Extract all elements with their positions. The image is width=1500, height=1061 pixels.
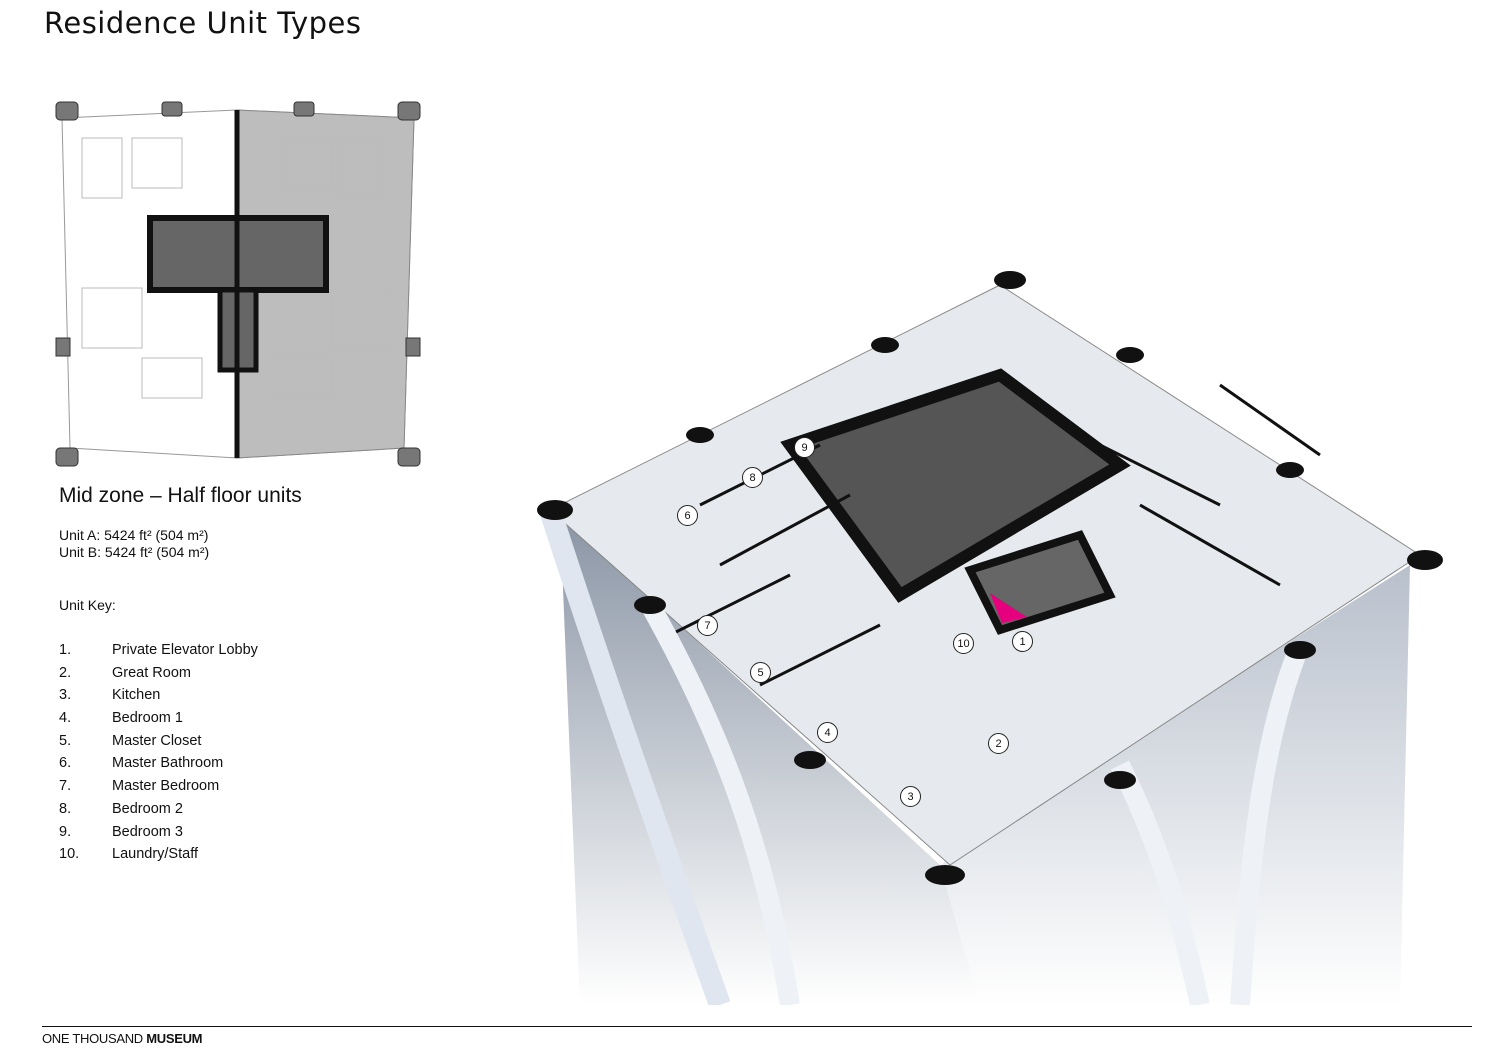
key-label: Master Closet — [112, 732, 202, 749]
list-item: 6. Master Bathroom — [59, 755, 258, 778]
footer-brand: ONE THOUSAND MUSEUM — [42, 1031, 203, 1046]
page-title: Residence Unit Types — [44, 6, 362, 40]
key-label: Bedroom 1 — [112, 710, 183, 727]
key-number: 2. — [59, 664, 72, 681]
key-number: 10. — [59, 846, 80, 863]
key-label: Private Elevator Lobby — [112, 642, 258, 658]
room-marker-2: 2 — [988, 733, 1009, 754]
key-label: Master Bedroom — [112, 778, 220, 795]
room-marker-4: 4 — [817, 722, 838, 743]
section-subtitle: Mid zone – Half floor units — [59, 484, 302, 507]
key-number: 9. — [59, 823, 72, 840]
key-number: 5. — [59, 732, 72, 749]
footer-divider — [42, 1026, 1472, 1027]
list-item: 5. Master Closet — [59, 733, 258, 756]
key-number: 8. — [59, 800, 72, 817]
list-item: 1. Private Elevator Lobby — [59, 642, 258, 665]
brand-light: ONE THOUSAND — [42, 1031, 143, 1046]
key-label: Laundry/Staff — [112, 846, 198, 863]
room-marker-1: 1 — [1012, 631, 1033, 652]
room-marker-10: 10 — [953, 633, 974, 654]
room-marker-8: 8 — [742, 467, 763, 488]
key-number: 1. — [59, 642, 72, 658]
room-marker-5: 5 — [750, 662, 771, 683]
unit-a-area: Unit A: 5424 ft² (504 m²) — [59, 527, 209, 543]
room-marker-9: 9 — [794, 437, 815, 458]
key-number: 7. — [59, 778, 72, 795]
unit-key-list: 1. Private Elevator Lobby 2. Great Room 3.… — [59, 642, 258, 869]
key-label: Bedroom 2 — [112, 800, 183, 817]
building-axonometric — [537, 271, 1443, 1005]
list-item: 4. Bedroom 1 — [59, 710, 258, 733]
column-caps — [537, 271, 1443, 885]
elevator-lobby-highlight — [990, 593, 1027, 623]
key-number: 6. — [59, 755, 72, 772]
key-label: Great Room — [112, 664, 191, 681]
floor-plan — [55, 101, 421, 467]
list-item: 10. Laundry/Staff — [59, 846, 258, 869]
list-item: 7. Master Bedroom — [59, 778, 258, 801]
key-label: Master Bathroom — [112, 755, 224, 772]
room-marker-6: 6 — [677, 505, 698, 526]
list-item: 3. Kitchen — [59, 687, 258, 710]
unit-b-area: Unit B: 5424 ft² (504 m²) — [59, 544, 210, 560]
room-marker-7: 7 — [697, 615, 718, 636]
list-item: 2. Great Room — [59, 665, 258, 688]
list-item: 9. Bedroom 3 — [59, 824, 258, 847]
unit-areas: Unit A: 5424 ft² (504 m²) Unit B: 5424 f… — [59, 527, 209, 561]
key-number: 3. — [59, 687, 72, 704]
unit-key-heading: Unit Key: — [59, 597, 116, 613]
list-item: 8. Bedroom 2 — [59, 801, 258, 824]
key-number: 4. — [59, 710, 72, 727]
key-label: Kitchen — [112, 687, 161, 704]
brand-bold: MUSEUM — [146, 1031, 203, 1046]
key-label: Bedroom 3 — [112, 823, 183, 840]
room-marker-3: 3 — [900, 786, 921, 807]
